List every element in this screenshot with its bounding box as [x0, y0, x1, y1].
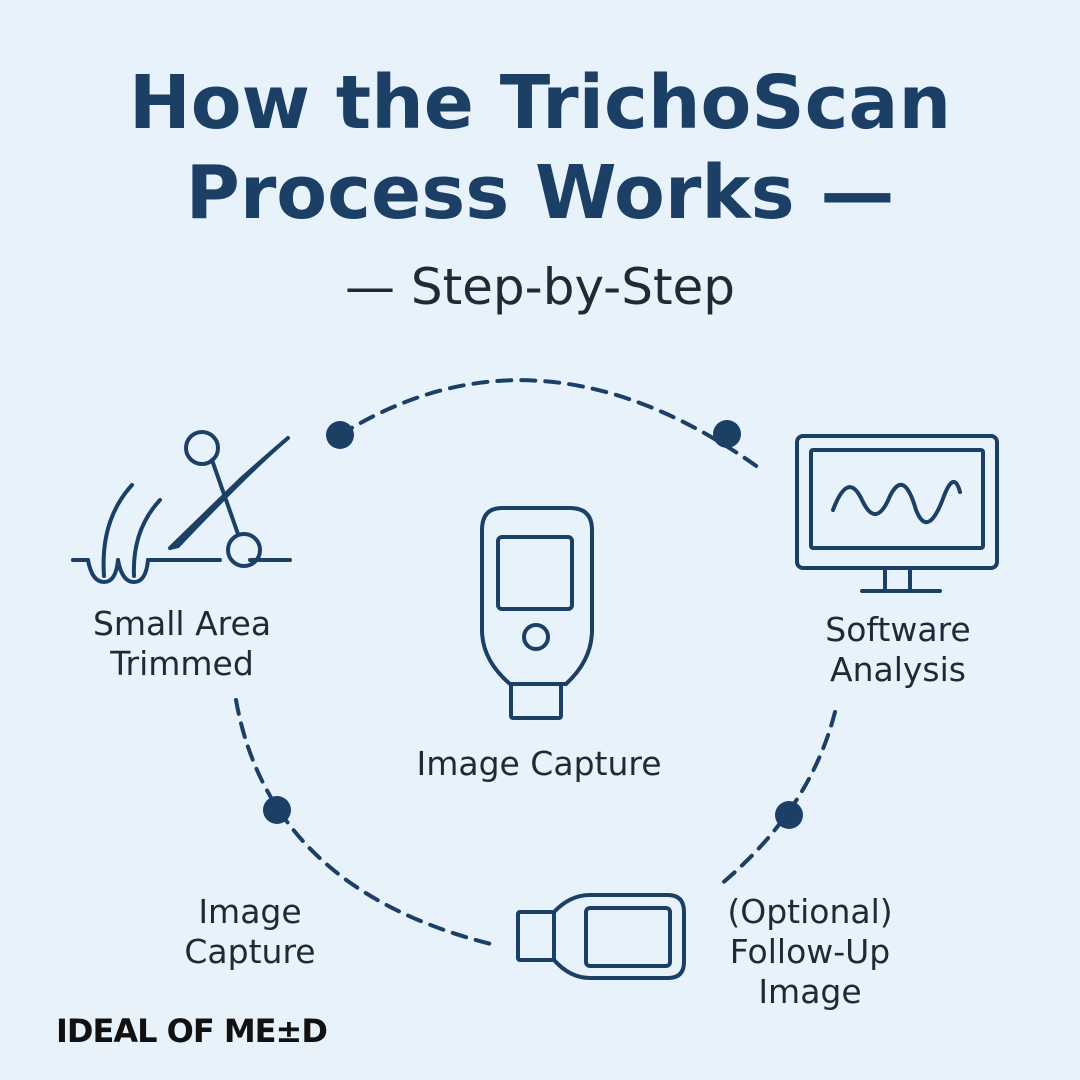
step-followup-line2: Follow-Up	[729, 932, 891, 971]
step-label-image-capture: Image Capture	[150, 892, 350, 972]
step-label-small-area-trimmed: Small Area Trimmed	[72, 604, 292, 684]
page-title: How the TrichoScan Process Works —	[0, 58, 1080, 238]
brand-logo: IDEAL OF ME±D	[56, 1012, 328, 1050]
title-line-2-text: Process Works	[185, 150, 795, 236]
subtitle: — Step-by-Step	[344, 258, 736, 316]
step-software-line1: Software	[825, 610, 971, 649]
cycle-arc-right	[718, 710, 837, 887]
handheld-scanner-icon	[480, 506, 594, 720]
scanner-side-icon	[516, 893, 686, 980]
scissors-hair-icon	[71, 430, 292, 584]
step-capture-line1: Image	[198, 892, 302, 931]
cycle-dot-1	[326, 421, 354, 449]
title-line-1: How the TrichoScan	[128, 60, 952, 146]
cycle-dot-4	[775, 801, 803, 829]
cycle-arc-top	[338, 378, 764, 472]
step-capture-line2: Capture	[184, 932, 316, 971]
step-label-software-analysis: Software Analysis	[788, 610, 1008, 690]
title-dash: —	[820, 150, 895, 236]
step-trim-line2: Trimmed	[110, 644, 254, 683]
step-software-line2: Analysis	[830, 650, 966, 689]
step-followup-line1: (Optional)	[727, 892, 893, 931]
step-label-follow-up-image: (Optional) Follow-Up Image	[700, 892, 920, 1012]
cycle-arc-left	[234, 698, 497, 947]
title-line-2: Process Works —	[0, 148, 1080, 238]
monitor-wave-icon	[795, 434, 999, 593]
cycle-dot-3	[263, 796, 291, 824]
step-followup-line3: Image	[758, 972, 862, 1011]
cycle-dot-2	[713, 420, 741, 448]
step-label-image-capture-center: Image Capture	[416, 744, 662, 783]
step-trim-line1: Small Area	[92, 604, 272, 643]
